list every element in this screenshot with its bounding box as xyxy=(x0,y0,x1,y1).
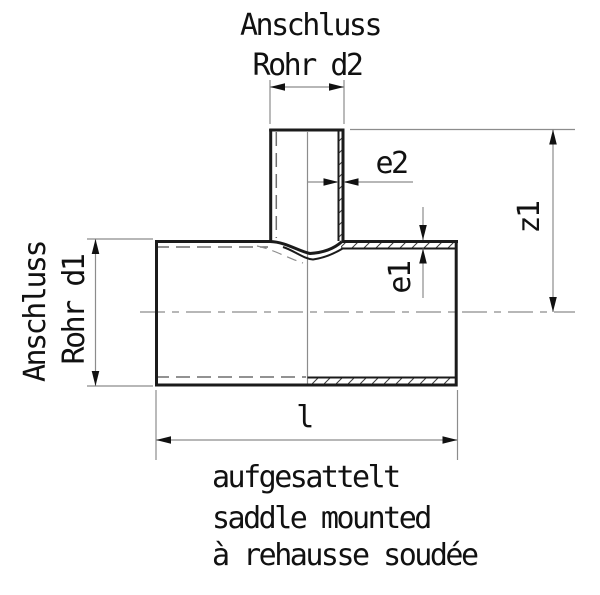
dimension-d1 xyxy=(87,238,153,387)
hidden-lines xyxy=(155,132,306,378)
caption-french: à rehausse soudée xyxy=(212,538,479,573)
section-hatching xyxy=(308,130,456,385)
dim-label-e1: e1 xyxy=(383,262,418,294)
dim-label-l: l xyxy=(296,400,314,435)
dimension-d2 xyxy=(269,80,345,124)
dim-label-z1: z1 xyxy=(512,202,547,234)
run-connection-label-line1: Anschluss xyxy=(18,241,53,383)
caption-german: aufgesattelt xyxy=(212,460,401,495)
dimension-e1 xyxy=(419,207,427,298)
dim-label-e2: e2 xyxy=(375,146,409,181)
caption-english: saddle mounted xyxy=(212,501,432,536)
dimension-e2 xyxy=(308,178,413,186)
dimension-l xyxy=(155,390,459,460)
fitting-outline xyxy=(155,128,458,387)
branch-connection-label-line2: Rohr d2 xyxy=(252,48,364,83)
dimension-z1 xyxy=(350,128,575,312)
saddle-curves xyxy=(269,240,345,261)
centerlines xyxy=(140,132,575,385)
branch-connection-label-line1: Anschluss xyxy=(239,8,383,43)
run-connection-label-line2: Rohr d1 xyxy=(57,255,92,365)
